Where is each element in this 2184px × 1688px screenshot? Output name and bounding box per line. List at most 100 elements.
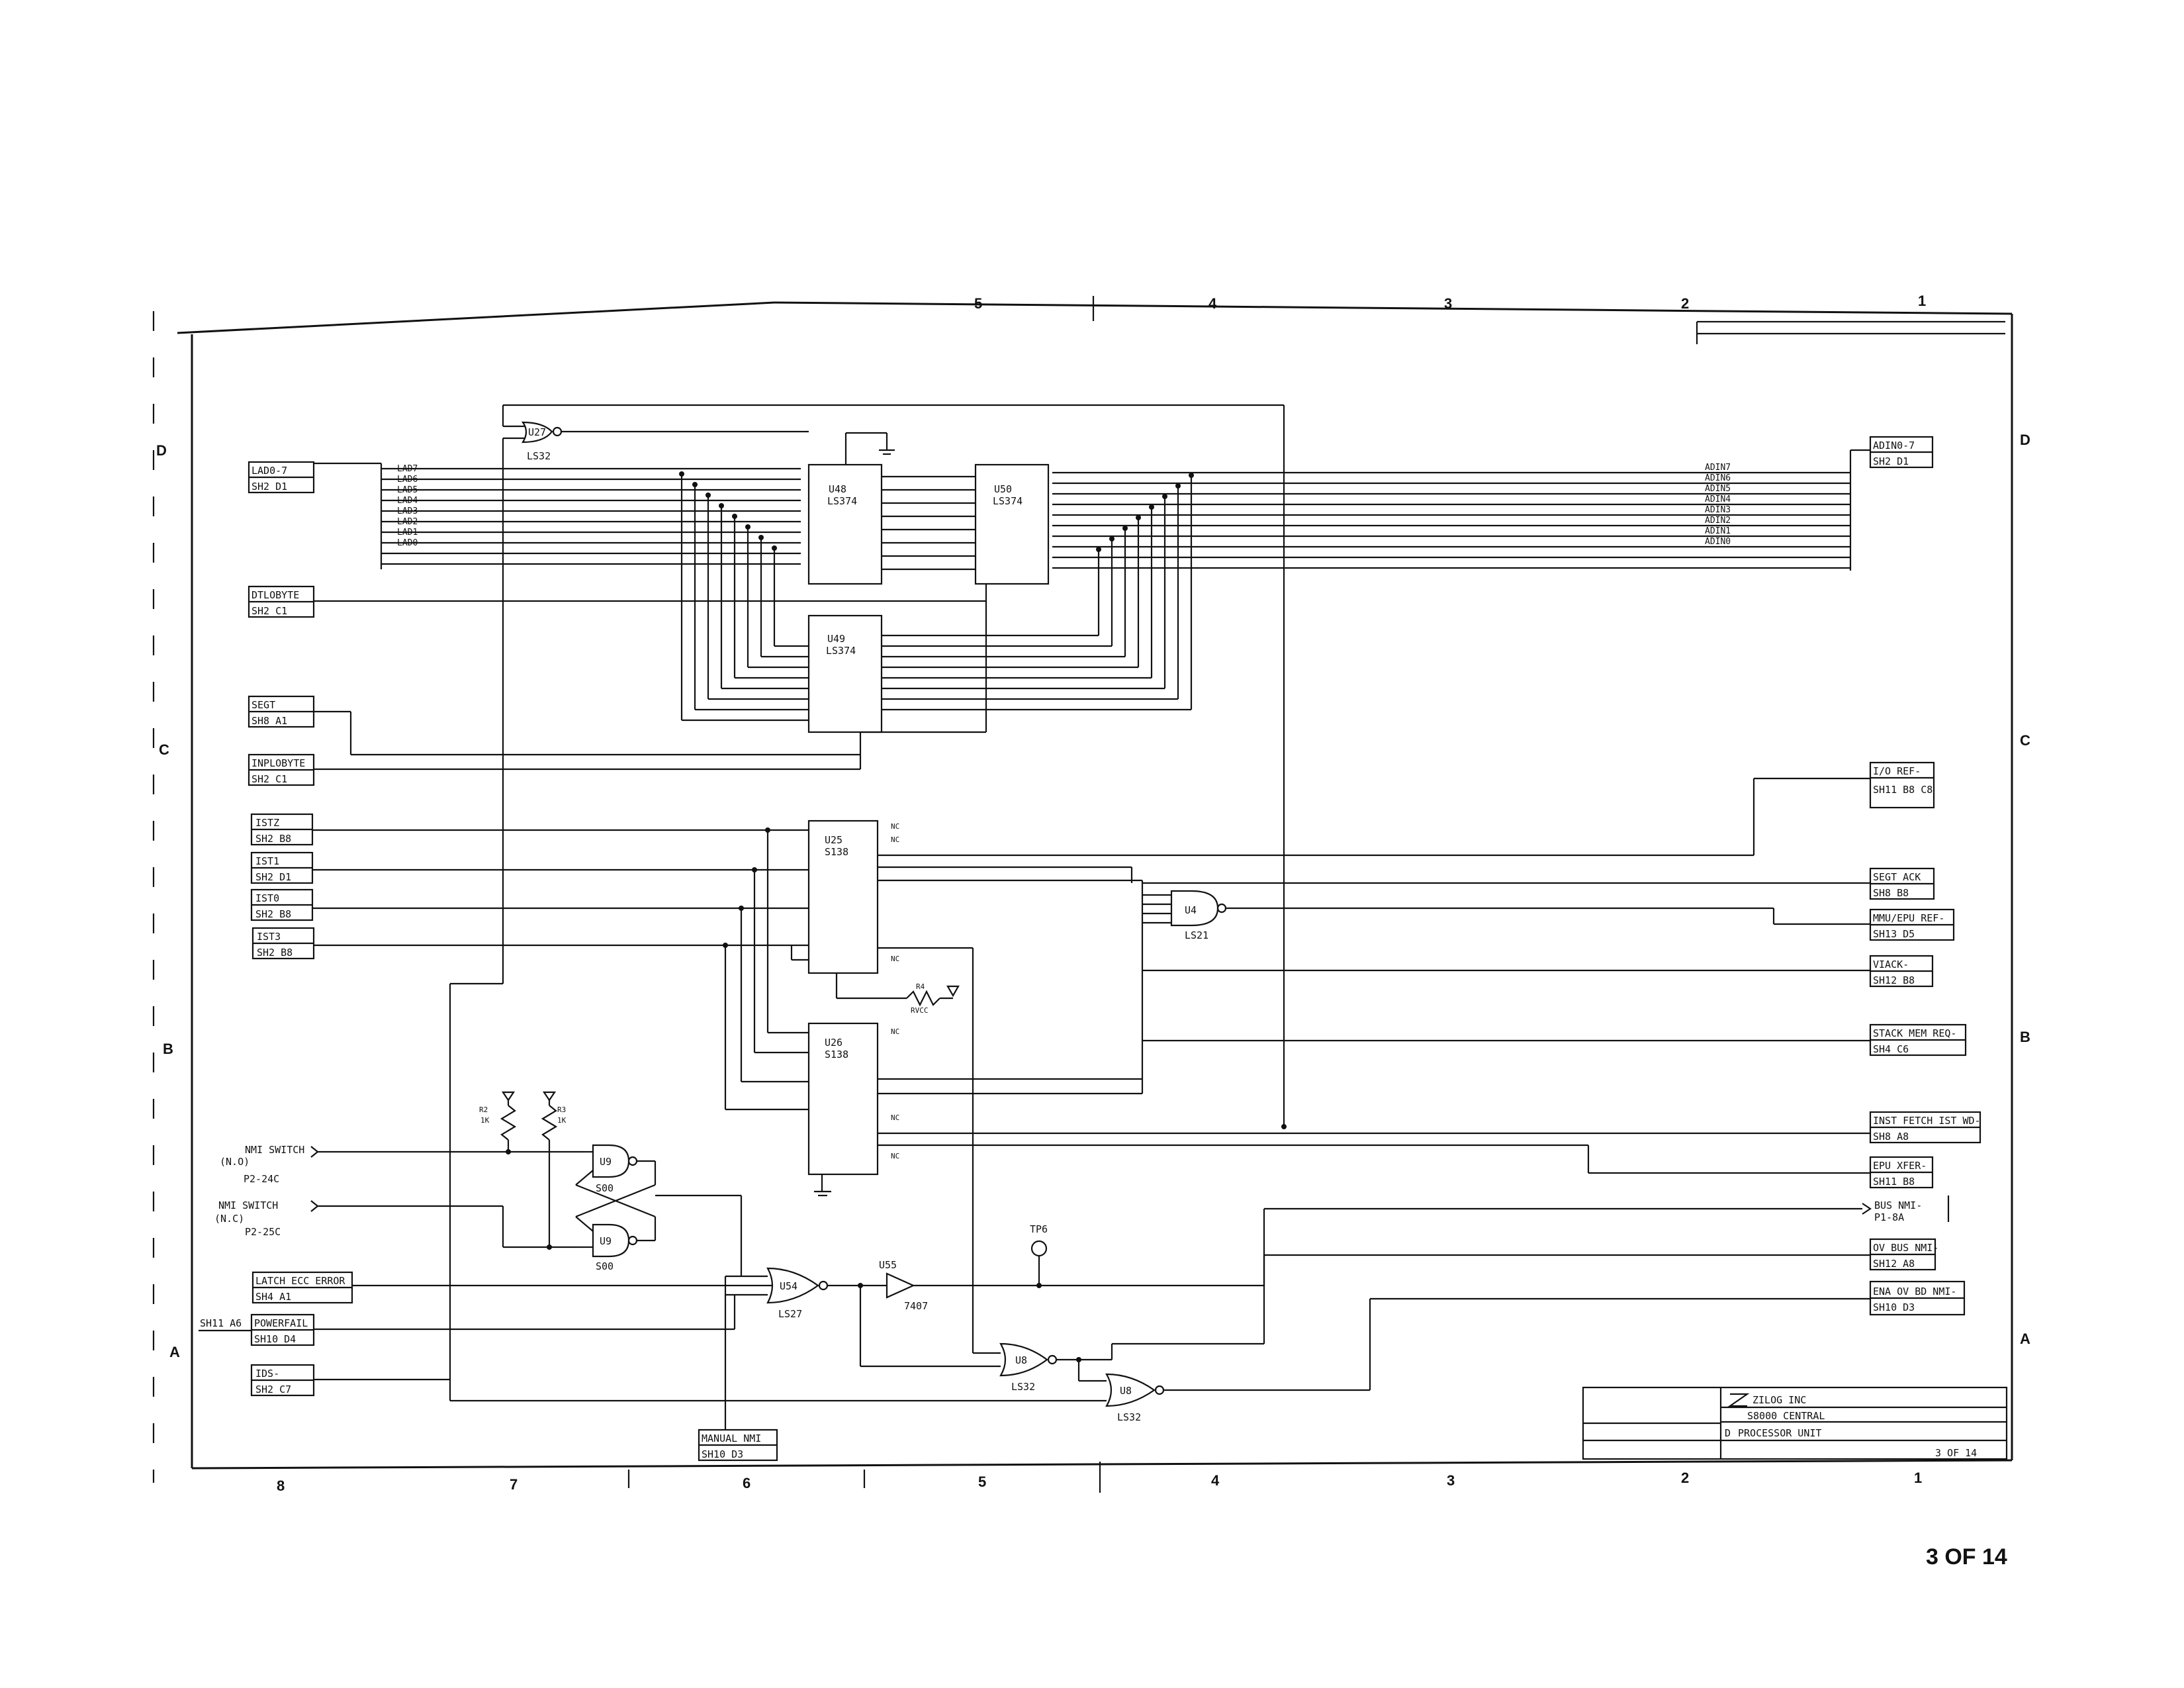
- chip-u49: U49 LS374: [807, 614, 883, 733]
- right-ref-sheet: SH4 C6: [1873, 1043, 1909, 1055]
- zone-bottom-7: 7: [510, 1476, 518, 1493]
- zone-top-1: 1: [1918, 293, 1926, 309]
- right-ref-io-ref: I/O REF- SH11 B8 C8: [1869, 761, 1935, 809]
- zone-top-3: 3: [1444, 295, 1452, 312]
- nc-label: NC: [891, 1113, 899, 1122]
- resistor-r4-label: R4: [916, 982, 925, 991]
- title-sheet: 3 OF 14: [1935, 1447, 1977, 1459]
- left-ref-name: ISTZ: [255, 817, 279, 829]
- chip-ref: U25: [825, 834, 842, 846]
- zone-right-c: C: [2020, 732, 2030, 749]
- lad-signal: LAD0: [397, 538, 418, 548]
- right-ref-sheet: SH13 D5: [1873, 928, 1915, 940]
- left-ref-sheet: SH2 B8: [255, 833, 291, 845]
- right-ref-sheet: SH11 B8 C8: [1873, 784, 1933, 796]
- left-ref-ist3: IST3 SH2 B8: [251, 927, 315, 960]
- right-ref-sheet: SH11 B8: [1873, 1176, 1915, 1188]
- gate-u4: U4 LS21: [1142, 882, 1870, 1042]
- right-ref-sheet: SH12 B8: [1873, 974, 1915, 986]
- left-ref-name: DTLOBYTE: [251, 589, 299, 601]
- gate-type: 7407: [904, 1300, 928, 1312]
- chip-u50: U50 LS374: [974, 463, 1050, 585]
- left-ref-name: LAD0-7: [251, 465, 287, 477]
- lad-bus: [314, 462, 801, 569]
- gate-ref: U8: [1120, 1385, 1132, 1397]
- chip-u48: U48 LS374: [807, 463, 883, 585]
- lad-signal: LAD7: [397, 464, 418, 474]
- decoder-wiring: R4 RVCC NC NC NC NC NC NC: [312, 777, 1870, 1354]
- left-ref-sheet: SH2 D1: [251, 481, 287, 492]
- left-ref-sheet: SH2 C1: [251, 605, 287, 617]
- chip-ref: U48: [829, 483, 846, 495]
- adin-signal: ADIN6: [1705, 473, 1731, 483]
- nmi-switch-nc-label: NMI SWITCH: [218, 1199, 278, 1211]
- chip-u25: U25 S138: [807, 820, 879, 974]
- chip-type: S138: [825, 846, 848, 858]
- left-ref-segt: SEGT SH8 A1: [248, 695, 315, 728]
- left-ref-name: IST3: [257, 931, 281, 943]
- nmi-switch-no-tag: (N.O): [220, 1156, 250, 1168]
- gate-type: LS32: [1011, 1381, 1035, 1393]
- gate-ref: U27: [528, 426, 546, 438]
- left-ref-sheet: SH8 A1: [251, 715, 287, 727]
- right-ref-sheet: SH12 A8: [1873, 1258, 1915, 1270]
- right-ref-viack: VIACK- SH12 B8: [1869, 955, 1934, 988]
- left-ref-ist1: IST1 SH2 D1: [250, 851, 314, 884]
- gate-ref: U9: [600, 1156, 612, 1168]
- tp6-label: TP6: [1030, 1223, 1048, 1235]
- left-ref-sheet: SH2 D1: [255, 871, 291, 883]
- zone-top-4: 4: [1208, 295, 1217, 312]
- chip-ref: U50: [994, 483, 1012, 495]
- zone-bottom-6: 6: [743, 1475, 751, 1491]
- right-ref-epu-xfer: EPU XFER- SH11 B8: [1869, 1156, 1934, 1189]
- right-ref-name: MMU/EPU REF-: [1873, 912, 1944, 924]
- zone-left-c: C: [159, 741, 169, 758]
- right-ref-sheet: SH10 D3: [1873, 1301, 1915, 1313]
- right-ref-inst-fetch: INST FETCH IST WD- SH8 A8: [1869, 1111, 1981, 1144]
- left-ref-name: IST0: [255, 892, 279, 904]
- right-ref-stack-mem: STACK MEM REQ- SH4 C6: [1869, 1023, 1967, 1056]
- gate-ref: U54: [780, 1280, 797, 1292]
- zone-bottom-1: 1: [1914, 1470, 1922, 1486]
- left-ref-name: INPLOBYTE: [251, 757, 305, 769]
- right-ref-name: VIACK-: [1873, 959, 1909, 970]
- gate-ref: U8: [1015, 1354, 1027, 1366]
- right-ref-sheet: SH2 D1: [1873, 455, 1909, 467]
- adin-signal: ADIN3: [1705, 505, 1731, 515]
- adin-signal: ADIN7: [1705, 463, 1731, 473]
- zone-top-5: 5: [974, 295, 982, 312]
- right-ref-name: ENA OV BD NMI-: [1873, 1286, 1956, 1297]
- gate-type: LS21: [1185, 929, 1208, 941]
- adin-bus: [1052, 449, 1870, 571]
- zone-bottom-2: 2: [1681, 1470, 1689, 1486]
- left-ref-sheet: SH4 A1: [255, 1291, 291, 1303]
- gate-u9b: U9 S00: [582, 1223, 655, 1272]
- left-ref-inplobyte: INPLOBYTE SH2 C1: [248, 753, 315, 786]
- nc-label: NC: [891, 1152, 899, 1160]
- left-ref-istz: ISTZ SH2 B8: [250, 813, 314, 846]
- title-company: ZILOG INC: [1752, 1394, 1806, 1406]
- gate-ref: U55: [879, 1259, 897, 1271]
- gate-ref: U9: [600, 1235, 612, 1247]
- chip-type: LS374: [827, 495, 857, 507]
- nmi-switch-nc: NMI SWITCH (N.C) P2-25C: [214, 1199, 582, 1248]
- chip-type: LS374: [993, 495, 1023, 507]
- right-ref-name: I/O REF-: [1873, 765, 1921, 777]
- lad-signal: LAD4: [397, 496, 418, 506]
- buffer-u55: U55 7407: [858, 1209, 1265, 1368]
- nc-label: NC: [891, 835, 899, 844]
- zone-bottom-5: 5: [978, 1474, 986, 1490]
- rvcc-label: RVCC: [911, 1006, 929, 1015]
- nmi-switch-no-label: NMI SWITCH: [245, 1144, 304, 1156]
- left-ref-name: POWERFAIL: [254, 1317, 308, 1329]
- zone-left-d: D: [156, 442, 167, 459]
- left-ref-name: SEGT: [251, 699, 275, 711]
- left-ref-sheet: SH2 B8: [255, 908, 291, 920]
- drawing-frame: [152, 296, 2013, 1493]
- resistor-r3-label: R3: [557, 1105, 566, 1114]
- nc-label: NC: [891, 955, 899, 963]
- title-size: D: [1725, 1427, 1731, 1439]
- resistor-r2: R2 1K: [479, 1091, 517, 1154]
- gate-type: S00: [596, 1182, 614, 1194]
